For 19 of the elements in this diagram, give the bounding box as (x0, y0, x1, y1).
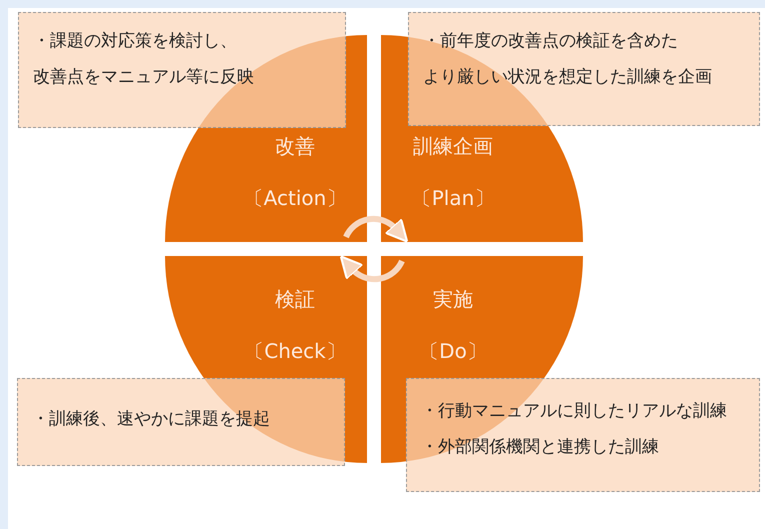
phase-name: 〔Plan〕 (410, 185, 496, 212)
phase-label: 検証 (274, 286, 316, 313)
note-text: ・訓練後、速やかに課題を提起 (32, 408, 271, 431)
note-box (18, 12, 346, 128)
note-box (408, 12, 760, 126)
note-text: ・外部関係機関と連携した訓練 (421, 436, 660, 459)
note-box (406, 378, 760, 492)
note-text: ・課題の対応策を検討し、改善点をマニュアル等に反映 (33, 30, 255, 89)
note-text: ・行動マニュアルに則したリアルな訓練 (421, 400, 728, 423)
note-box (17, 378, 345, 466)
phase-name: 〔Check〕 (243, 338, 347, 365)
cycle-arrow (339, 256, 405, 282)
phase-label: 訓練企画 (412, 133, 494, 160)
cycle-arrow (343, 216, 409, 242)
phase-label: 実施 (432, 286, 474, 313)
phase-name: 〔Action〕 (242, 185, 348, 212)
phase-name: 〔Do〕 (418, 338, 488, 365)
note-text: ・前年度の改善点の検証を含めたより厳しい状況を想定した訓練を企画 (423, 30, 713, 89)
phase-label: 改善 (274, 133, 316, 160)
